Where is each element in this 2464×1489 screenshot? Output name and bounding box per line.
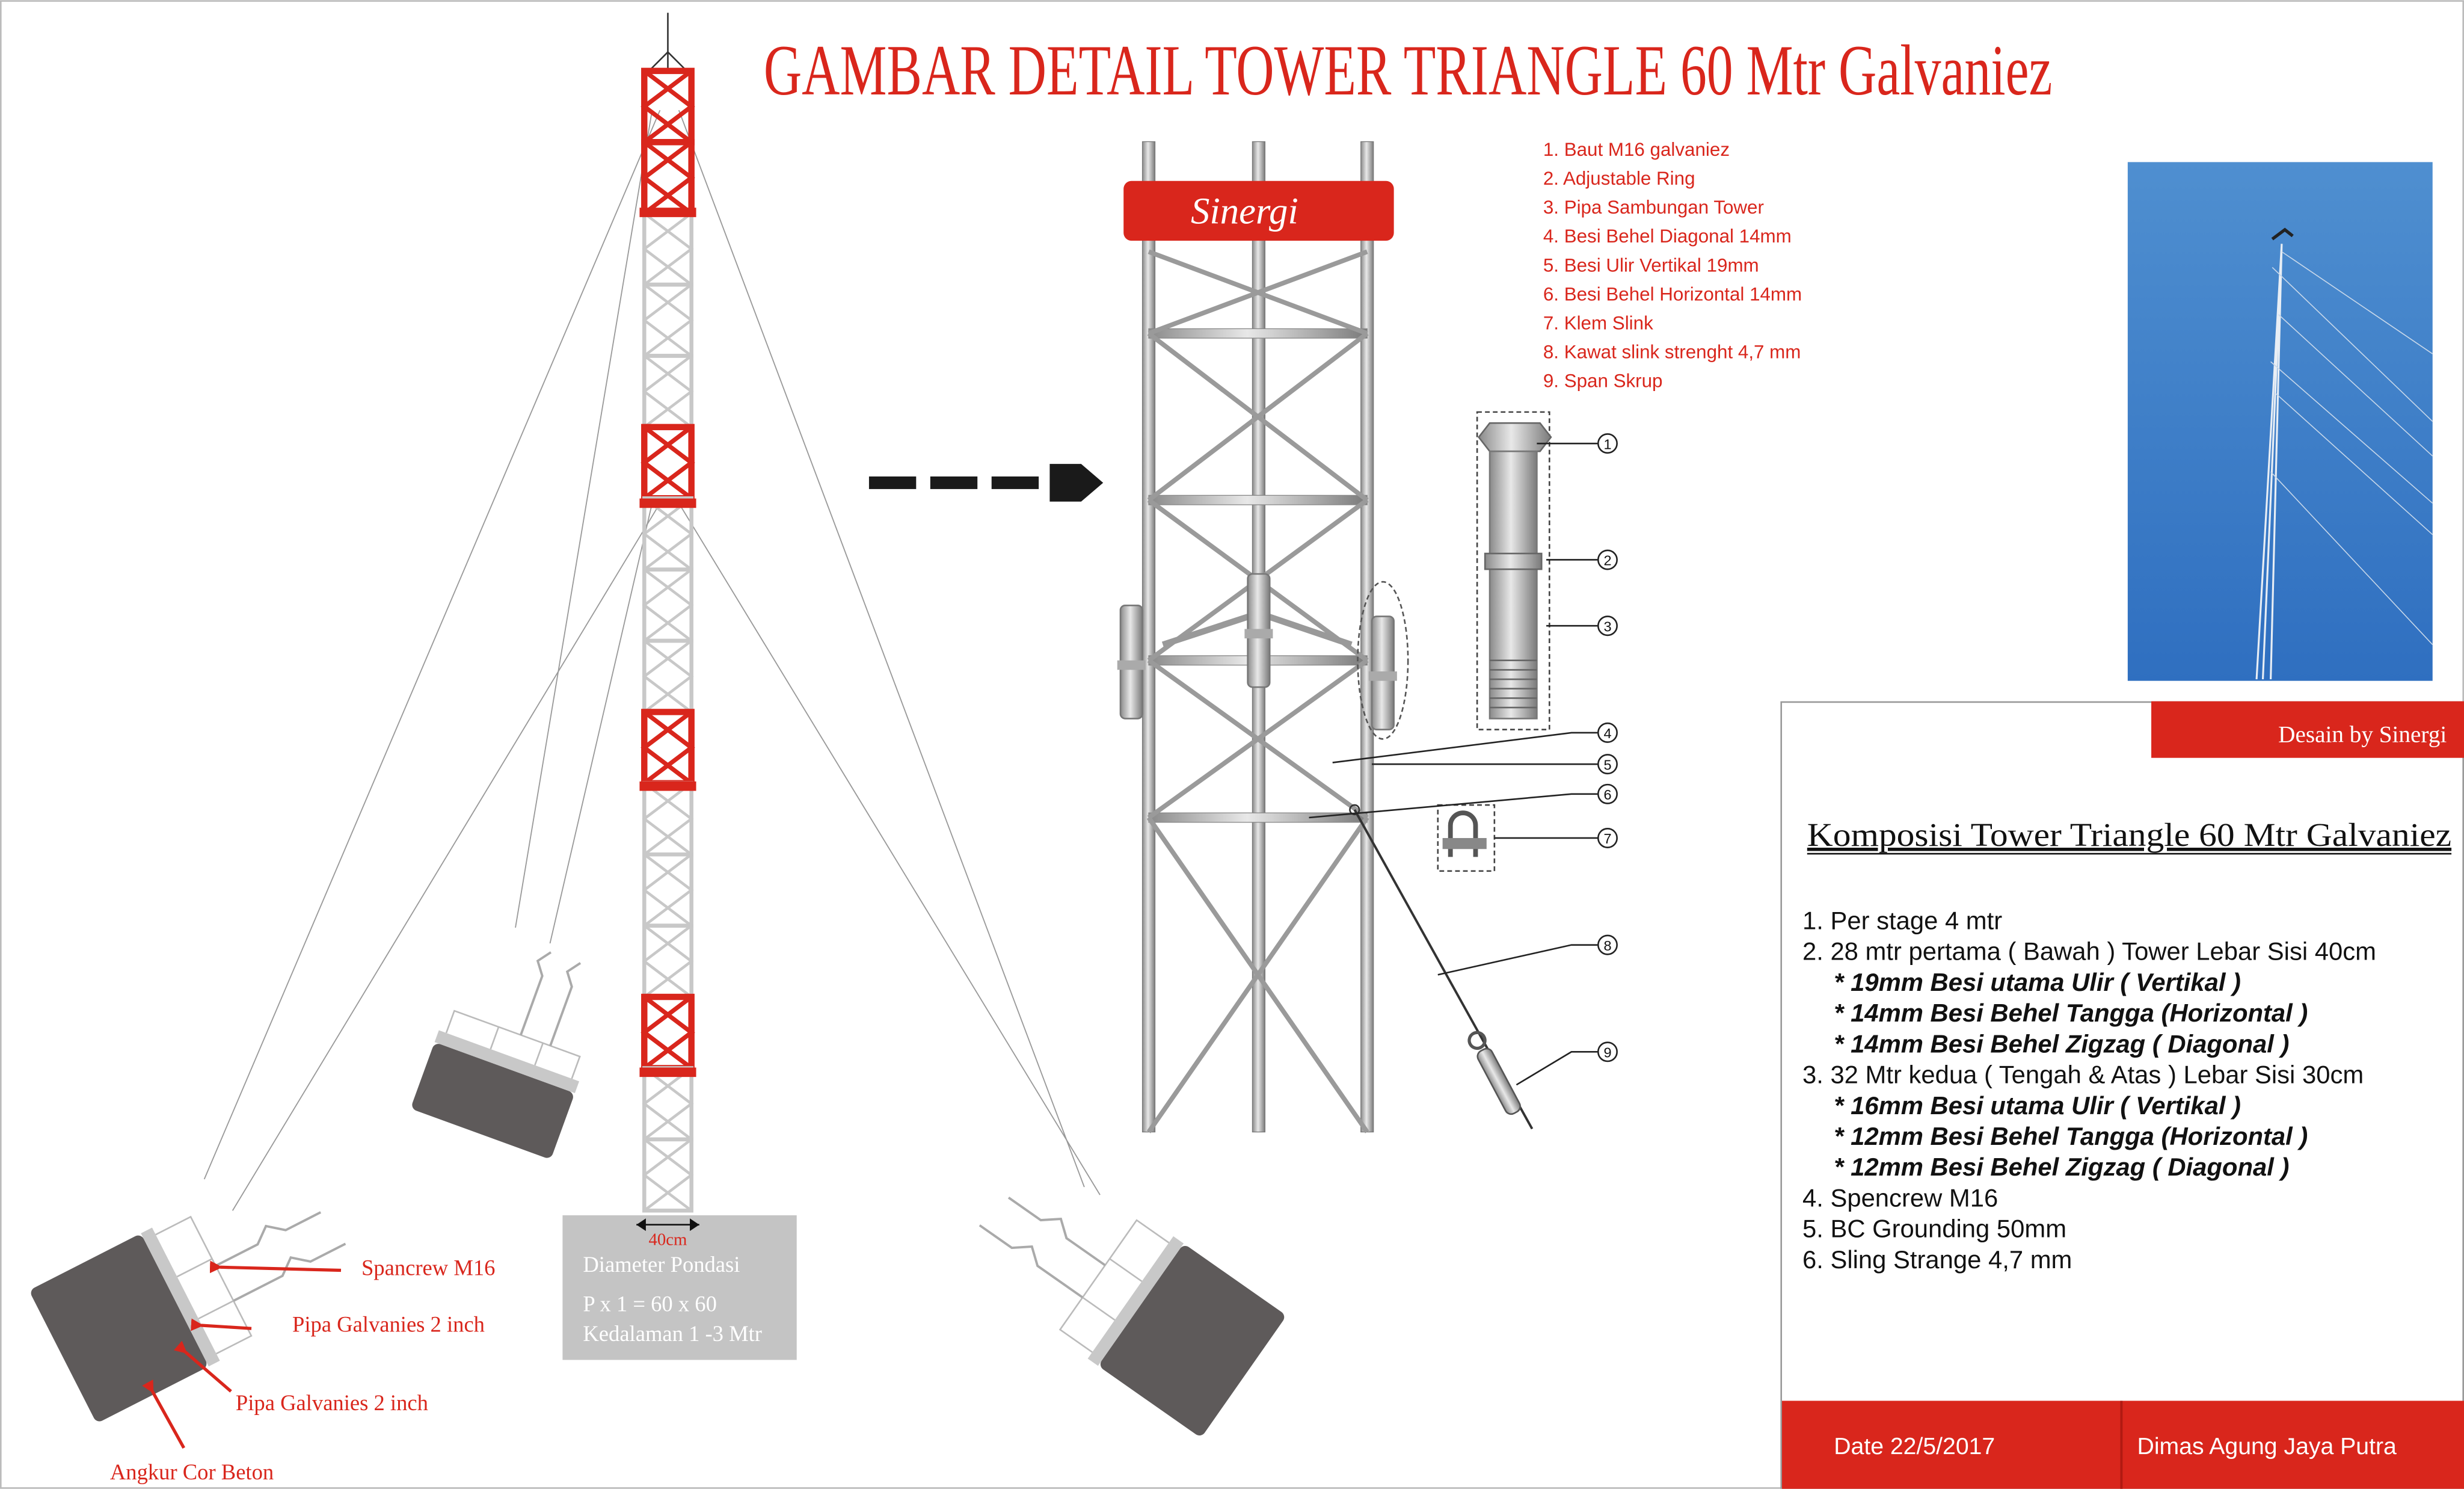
label-pipa-galvanies-1: Pipa Galvanies 2 inch	[292, 1312, 485, 1336]
diagonal-bar	[1146, 816, 1369, 1133]
callout-9: 9	[1597, 1041, 1618, 1062]
horizontal-bar	[1148, 328, 1368, 339]
anchor-right	[979, 1197, 1285, 1436]
composition-item: 3. 32 Mtr kedua ( Tengah & Atas ) Lebar …	[1802, 1061, 2364, 1089]
tower-stage	[642, 638, 693, 714]
label-pipa-galvanies-2: Pipa Galvanies 2 inch	[236, 1390, 428, 1415]
parts-list-item: 1. Baut M16 galvaniez	[1543, 139, 1730, 160]
anchor-left	[31, 1211, 346, 1422]
callout-3: 3	[1597, 615, 1618, 637]
dashed-arrow-icon	[868, 464, 1104, 502]
foundation-width: 40cm	[649, 1230, 687, 1250]
composition-item: 1. Per stage 4 mtr	[1802, 907, 2002, 935]
parts-list-item: 3. Pipa Sambungan Tower	[1543, 197, 1764, 218]
parts-list-item: 5. Besi Ulir Vertikal 19mm	[1543, 254, 1759, 276]
page-title: GAMBAR DETAIL TOWER TRIANGLE 60 Mtr Galv…	[764, 30, 2053, 110]
tower-stage	[642, 354, 693, 430]
parts-list-item: 2. Adjustable Ring	[1543, 168, 1695, 189]
tower-photo	[2127, 162, 2433, 681]
composition-item: * 19mm Besi utama Ulir ( Vertikal )	[1834, 968, 2241, 996]
tower-stage	[641, 993, 695, 1071]
foundation-size: P x 1 = 60 x 60	[583, 1291, 717, 1316]
designer-badge: Desain by Sinergi	[2278, 722, 2447, 748]
tower-stage	[642, 282, 693, 358]
label-spancrew: Spancrew M16	[361, 1255, 495, 1280]
joint-highlight	[1357, 581, 1409, 740]
main-tower	[639, 13, 696, 1213]
callout-6: 6	[1597, 783, 1618, 804]
diagonal-bar	[1147, 658, 1369, 820]
tower-stage	[642, 1066, 693, 1142]
turnbuckle-detail	[1467, 1031, 1521, 1115]
callout-number: 3	[1603, 618, 1611, 634]
composition-item: * 14mm Besi Behel Zigzag ( Diagonal )	[1834, 1029, 2289, 1058]
composition-item: * 12mm Besi Behel Zigzag ( Diagonal )	[1834, 1153, 2289, 1181]
horizontal-bar	[1148, 495, 1368, 505]
composition-item: * 14mm Besi Behel Tangga (Horizontal )	[1834, 999, 2308, 1027]
parts-list-item: 9. Span Skrup	[1543, 371, 1663, 392]
info-panel: Desain by Sinergi Komposisi Tower Triang…	[1780, 701, 2464, 1489]
diagonal-bar	[1147, 331, 1369, 502]
tower-stage	[642, 923, 693, 999]
callout-4: 4	[1597, 722, 1618, 743]
panel-heading: Komposisi Tower Triangle 60 Mtr Galvanie…	[1807, 816, 2451, 853]
brand-logo: Sinergi	[1191, 190, 1298, 232]
anchor-middle	[412, 951, 582, 1158]
vertical-pipe	[1141, 141, 1156, 1133]
tower-stage	[642, 211, 693, 287]
parts-list-item: 8. Kawat slink strenght 4,7 mm	[1543, 342, 1801, 363]
date-label: Date 22/5/2017	[1834, 1434, 1995, 1460]
callout-number: 2	[1603, 553, 1611, 569]
parts-list-item: 4. Besi Behel Diagonal 14mm	[1543, 226, 1792, 247]
composition-item: * 12mm Besi Behel Tangga (Horizontal )	[1834, 1122, 2308, 1150]
foundation-title: Diameter Pondasi	[583, 1252, 740, 1277]
parts-list-item: 6. Besi Behel Horizontal 14mm	[1543, 283, 1802, 304]
callout-number: 4	[1603, 726, 1611, 741]
tower-stage	[642, 1137, 693, 1213]
detail-tower	[1117, 141, 1397, 1133]
clamp-detail	[1437, 804, 1496, 872]
composition-item: 5. BC Grounding 50mm	[1802, 1215, 2066, 1243]
composition-item: 6. Sling Strange 4,7 mm	[1802, 1245, 2072, 1274]
callout-2: 2	[1597, 549, 1618, 570]
callout-number: 7	[1603, 831, 1611, 846]
tower-stage	[642, 781, 693, 857]
callout-5: 5	[1597, 754, 1618, 775]
label-arrows	[142, 1260, 342, 1449]
tower-stage	[642, 852, 693, 928]
foundation-depth: Kedalaman 1 -3 Mtr	[583, 1321, 762, 1346]
callout-number: 9	[1603, 1044, 1611, 1060]
tower-stage	[641, 709, 695, 787]
horizontal-bar	[1148, 812, 1368, 823]
callout-1: 1	[1597, 433, 1618, 454]
label-angkur-cor-beton: Angkur Cor Beton	[110, 1460, 274, 1484]
author-label: Dimas Agung Jaya Putra	[2137, 1434, 2397, 1460]
callout-7: 7	[1597, 827, 1618, 848]
callout-8: 8	[1597, 934, 1618, 955]
callout-number: 6	[1603, 787, 1611, 803]
callout-number: 8	[1603, 938, 1611, 954]
callout-number: 1	[1603, 436, 1611, 452]
foundation-box: 40cm Diameter Pondasi P x 1 = 60 x 60 Ke…	[562, 1215, 797, 1360]
diagonal-bar	[1148, 249, 1368, 336]
tower-stage	[641, 139, 695, 217]
composition-item: 2. 28 mtr pertama ( Bawah ) Tower Lebar …	[1802, 937, 2376, 966]
sinergi-banner: Sinergi	[1123, 180, 1394, 241]
callouts: 1 2 3 4 5 6 7 8 9	[1309, 433, 1618, 1086]
parts-list: 1. Baut M16 galvaniez 2. Adjustable Ring 3…	[1543, 139, 1802, 392]
composition-item: * 16mm Besi utama Ulir ( Vertikal )	[1834, 1091, 2241, 1120]
tower-stage	[641, 424, 695, 502]
callout-number: 5	[1603, 757, 1611, 772]
tower-stage	[642, 567, 693, 643]
bolt-detail	[1476, 411, 1552, 730]
composition-item: 4. Spencrew M16	[1802, 1183, 1998, 1212]
guy-wires	[203, 109, 1101, 1211]
parts-list-item: 7. Klem Slink	[1543, 312, 1653, 333]
